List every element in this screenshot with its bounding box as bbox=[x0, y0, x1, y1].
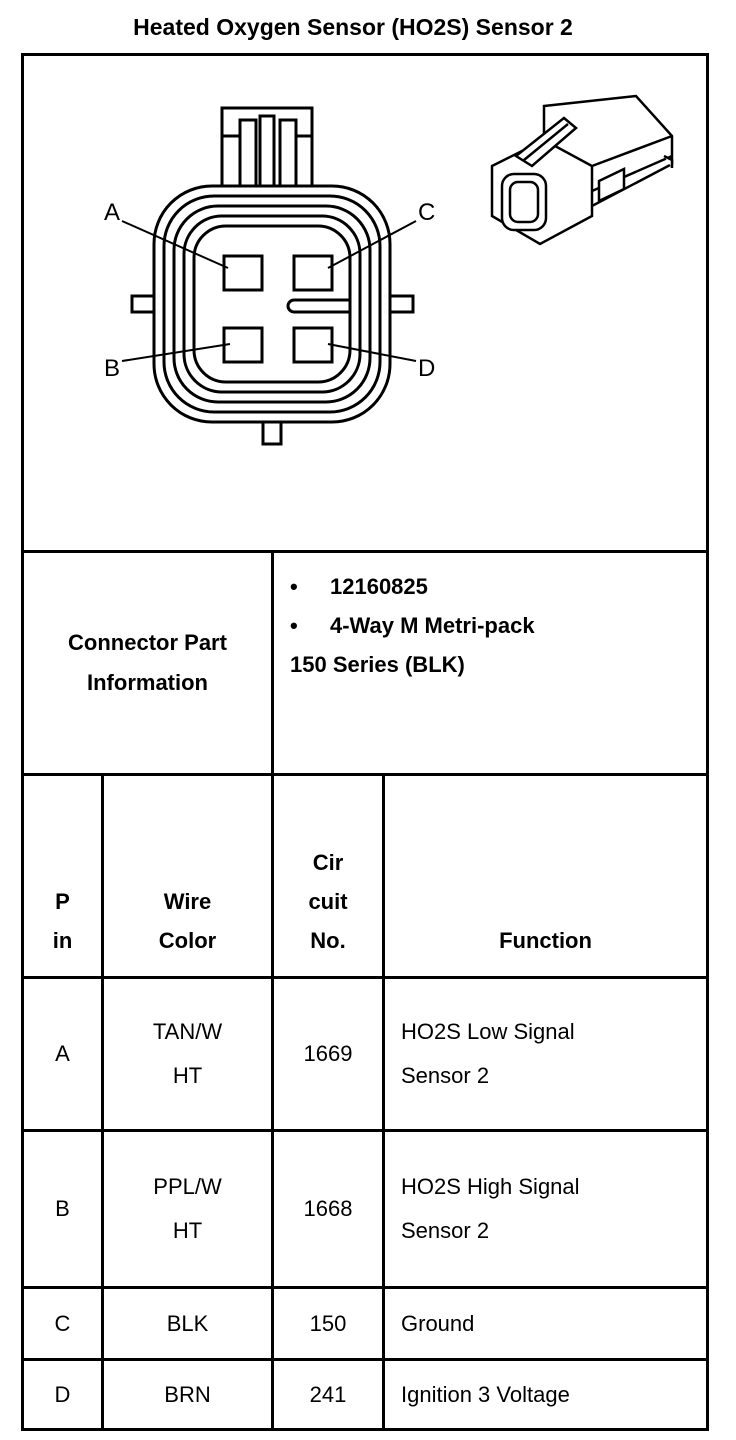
connector-3d-view bbox=[490, 94, 674, 246]
connector-diagram-cell: A B C D bbox=[21, 53, 709, 553]
header-wire-line2: Color bbox=[158, 928, 217, 953]
connector-info-label-line1: Connector Part bbox=[68, 630, 227, 655]
pin-cell: C bbox=[21, 1286, 104, 1361]
table-row: D BRN 241 Ignition 3 Voltage bbox=[21, 1358, 709, 1431]
function-cell: HO2S High Signal Sensor 2 bbox=[382, 1129, 709, 1289]
wire-color-cell: BRN bbox=[101, 1358, 274, 1431]
function-line2: Sensor 2 bbox=[401, 1218, 490, 1243]
pin-cavity-a bbox=[222, 254, 264, 292]
circuit-cell: 1669 bbox=[271, 976, 385, 1132]
header-wire-line1: Wire bbox=[163, 889, 212, 914]
header-function: Function bbox=[382, 773, 709, 979]
header-pin-line1: P bbox=[55, 889, 70, 914]
function-cell: Ignition 3 Voltage bbox=[382, 1358, 709, 1431]
connector-info-label: Connector Part Information bbox=[21, 550, 274, 776]
pin-label-b: B bbox=[104, 355, 120, 382]
wire-color-cell: PPL/W HT bbox=[101, 1129, 274, 1289]
function-cell: HO2S Low Signal Sensor 2 bbox=[382, 976, 709, 1132]
wire-color-line1: PPL/W bbox=[153, 1174, 222, 1199]
function-line1: HO2S High Signal bbox=[401, 1174, 580, 1199]
connector-housing bbox=[152, 184, 392, 424]
header-circuit-line1: Cir bbox=[312, 850, 344, 875]
bullet: • bbox=[290, 574, 298, 599]
function-line2: Sensor 2 bbox=[401, 1063, 490, 1088]
connector-table: A B C D Co bbox=[21, 53, 709, 1431]
header-pin-line2: in bbox=[52, 928, 73, 953]
connector-info-label-line2: Information bbox=[87, 670, 208, 695]
table-row: C BLK 150 Ground bbox=[21, 1286, 709, 1361]
function-line1: HO2S Low Signal bbox=[401, 1019, 575, 1044]
connector-series: 150 Series (BLK) bbox=[290, 652, 465, 677]
function-cell: Ground bbox=[382, 1286, 709, 1361]
table-row: A TAN/W HT 1669 HO2S Low Signal Sensor 2 bbox=[21, 976, 709, 1132]
header-circuit-line3: No. bbox=[310, 928, 346, 953]
header-circuit: Cir cuit No. bbox=[271, 773, 385, 979]
circuit-cell: 1668 bbox=[271, 1129, 385, 1289]
pin-cell: B bbox=[21, 1129, 104, 1289]
page-title: Heated Oxygen Sensor (HO2S) Sensor 2 bbox=[133, 14, 573, 40]
connector-info-item: • 12160825 bbox=[290, 567, 706, 606]
connector-info-list: • 12160825 • 4-Way M Metri-pack 150 Series… bbox=[271, 550, 709, 776]
pin-cell: D bbox=[21, 1358, 104, 1431]
part-number: 12160825 bbox=[330, 574, 428, 599]
pin-cell: A bbox=[21, 976, 104, 1132]
connector-diagram: A B C D bbox=[104, 94, 674, 446]
wire-color-line2: HT bbox=[172, 1063, 203, 1088]
wire-color-cell: BLK bbox=[101, 1286, 274, 1361]
wire-color-line1: TAN/W bbox=[152, 1019, 223, 1044]
pin-label-a: A bbox=[104, 199, 120, 226]
circuit-cell: 150 bbox=[271, 1286, 385, 1361]
connector-info-item: • 4-Way M Metri-pack bbox=[290, 606, 706, 645]
wire-color-cell: TAN/W HT bbox=[101, 976, 274, 1132]
connector-type: 4-Way M Metri-pack bbox=[330, 613, 535, 638]
key-slot bbox=[286, 298, 350, 314]
pin-label-d: D bbox=[418, 355, 435, 382]
pin-label-c: C bbox=[418, 199, 435, 226]
circuit-cell: 241 bbox=[271, 1358, 385, 1431]
wire-color-line2: HT bbox=[172, 1218, 203, 1243]
header-wire-color: Wire Color bbox=[101, 773, 274, 979]
pin-cavity-c bbox=[292, 254, 334, 292]
table-row: B PPL/W HT 1668 HO2S High Signal Sensor … bbox=[21, 1129, 709, 1289]
header-pin: P in bbox=[21, 773, 104, 979]
header-circuit-line2: cuit bbox=[308, 889, 348, 914]
bullet: • bbox=[290, 613, 298, 638]
